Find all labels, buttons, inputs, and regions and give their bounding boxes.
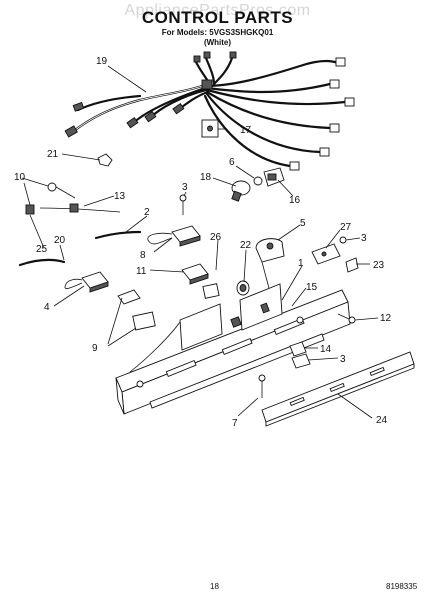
models-line: For Models: 5VGS3SHGKQ01 [161, 28, 274, 37]
mounting-plate [201, 119, 219, 138]
callout-2: 2 [144, 207, 150, 218]
callout-14: 13 [114, 191, 126, 202]
damper-control [311, 236, 359, 273]
callout-3-right: 3 [361, 233, 367, 244]
screw-7 [258, 374, 266, 398]
callout-20: 19 [96, 56, 108, 67]
label-27 [202, 283, 220, 299]
callout-4: 3 [340, 354, 346, 365]
switch-5 [64, 271, 109, 293]
callout-3-upper: 3 [182, 182, 188, 193]
tube [18, 258, 66, 267]
thermostat [255, 238, 285, 293]
callout-19: 18 [200, 172, 212, 183]
thermistor [39, 203, 121, 213]
callout-25: 24 [376, 415, 388, 426]
switch-12 [117, 263, 209, 305]
screw-upper [179, 194, 187, 215]
label-10 [132, 311, 156, 331]
clip-4 [291, 353, 311, 369]
callout-11: 10 [14, 172, 26, 183]
callout-12: 11 [136, 266, 147, 277]
callout-22: 21 [47, 149, 59, 160]
leader-lines [21, 65, 379, 419]
callout-28: 27 [340, 222, 352, 233]
callout-6: 5 [300, 218, 306, 229]
callout-5: 4 [44, 302, 50, 313]
watermark: AppliancePartsPros.com [124, 2, 311, 19]
wire-clip [97, 153, 113, 167]
callout-1: 1 [298, 258, 304, 269]
document-number: 8198335 [386, 582, 418, 591]
callout-27: 26 [210, 232, 222, 243]
trim-strip [261, 351, 415, 427]
control-knob [236, 280, 250, 296]
callout-15: 14 [320, 344, 332, 355]
wire-harness [64, 51, 355, 171]
heater-wire [94, 230, 142, 240]
callout-23: 22 [240, 240, 252, 251]
color-line: (White) [203, 38, 232, 47]
callout-21: 20 [54, 235, 66, 246]
callout-labels: 19 17 21 10 13 2 3 8 20 25 26 11 4 9 18 … [14, 56, 392, 429]
callout-13: 12 [380, 313, 392, 324]
callout-10: 9 [92, 343, 98, 354]
switch-9 [147, 225, 201, 247]
page-title: CONTROL PARTS [141, 8, 294, 27]
light-bulb [231, 180, 251, 202]
callout-18: 17 [240, 125, 252, 136]
control-housing [115, 283, 351, 415]
callout-24: 23 [373, 260, 385, 271]
pin-and-bushing [25, 182, 76, 215]
callout-9: 8 [140, 250, 146, 261]
callout-7: 7 [232, 418, 238, 429]
page-number: 18 [210, 582, 219, 591]
callout-26: 25 [36, 244, 48, 255]
light-socket [253, 167, 285, 187]
callout-16: 15 [306, 282, 318, 293]
callout-17: 16 [289, 195, 301, 206]
callout-8: 6 [229, 157, 235, 168]
bracket-15 [289, 341, 307, 357]
